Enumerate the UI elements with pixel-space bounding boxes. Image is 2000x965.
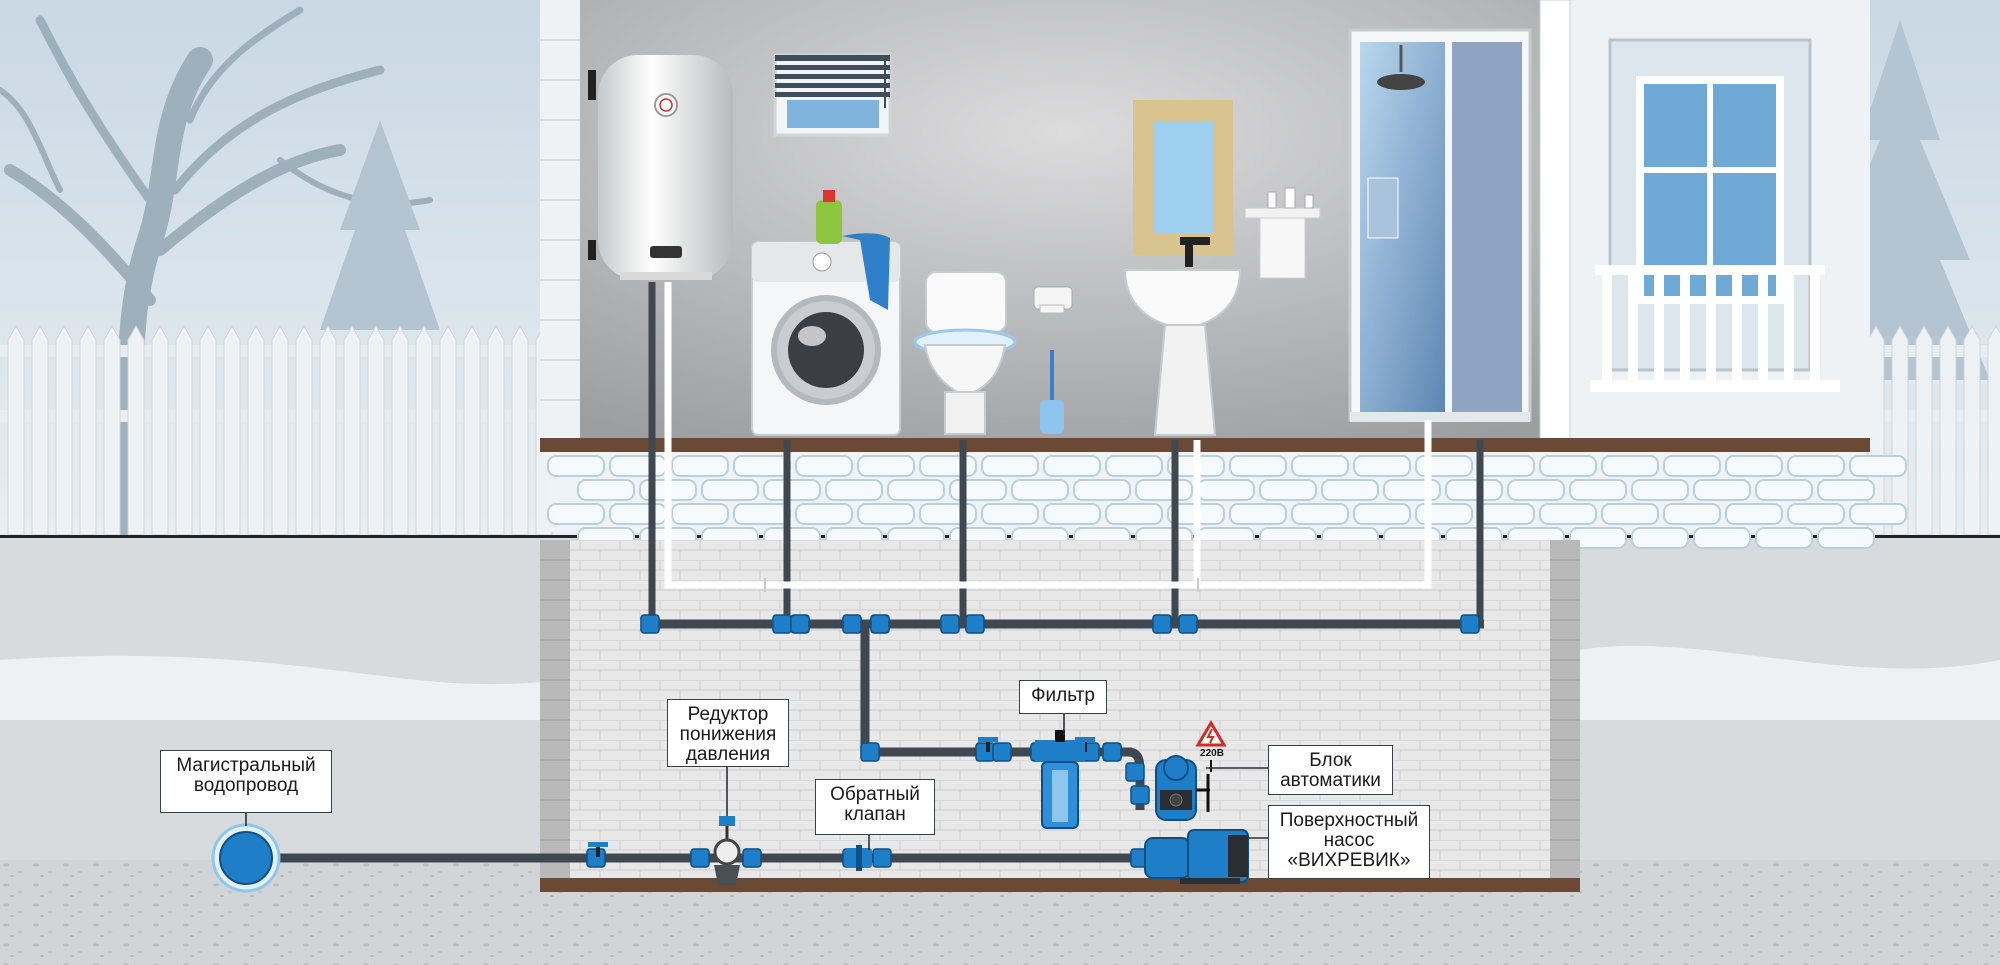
mirror-icon [1133,100,1233,255]
voltage-label: 220В [1200,748,1224,759]
toilet-icon [913,271,1017,435]
fence-icon [0,324,2000,536]
porch-window-icon [1590,38,1840,392]
main-pipe-icon [211,823,281,893]
automation-unit-icon [1155,755,1210,821]
filter-label: Фильтр [1019,680,1107,714]
shelf-icon [1244,187,1321,279]
washing-machine-icon [751,233,901,436]
water-heater-icon [588,55,733,280]
detergent-bottle-icon [816,190,842,244]
toilet-paper-icon [1033,286,1073,314]
window-icon [773,53,892,137]
toilet-brush-icon [1040,350,1064,434]
sink-icon [1123,237,1242,436]
pump-icon [1144,829,1249,884]
filter-icon [1035,730,1085,829]
shower-cabin-icon [1348,28,1532,422]
check-valve-icon [846,845,872,871]
warning-voltage-icon [1195,720,1227,772]
pressure-reducer-icon [713,816,741,885]
